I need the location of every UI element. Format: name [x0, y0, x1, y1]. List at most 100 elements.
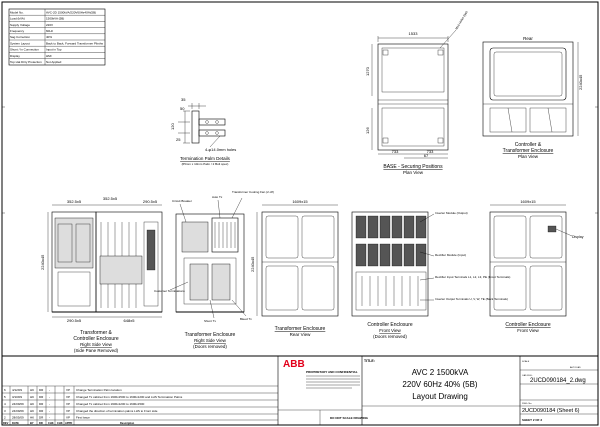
ctrl-dim: 1609x15 [520, 199, 536, 204]
rear-dim: 1609x15 [292, 199, 308, 204]
title-block: 6 4/12/09 HK DR - VP Change Termination … [2, 355, 598, 425]
base-title: BASE - Securing Positions [383, 164, 443, 170]
rear-title: Transformer Enclosure [275, 326, 326, 332]
rev-by: HK [30, 402, 34, 406]
rev-number: 6 [4, 388, 6, 392]
spec-value: Back to Back, Forward Transformer Plinth… [46, 41, 104, 45]
dwg-number: 2UCD090184 (Sheet 6) [522, 408, 580, 414]
rev-dr: DR [39, 402, 44, 406]
spec-value: HMI [46, 54, 52, 58]
controller-front-view: Display 1609x15 Controller Enclosure Fro… [489, 199, 584, 333]
rev-appd: VP [66, 409, 70, 413]
rear-dim-height: 2240x45 [250, 256, 255, 272]
rev-header: DR [39, 421, 43, 425]
tx-label: Bleed Tx [240, 317, 252, 321]
base-dim: 733 [392, 149, 399, 154]
side-dim: 290.5x5 [67, 318, 82, 323]
rev-desc: First Issue [76, 416, 90, 420]
base-plan-view: 1533 1270 126 733 733 67 M16 Holes (typ)… [365, 10, 468, 175]
rev-date: 28/05/09 [12, 416, 24, 420]
rev-header: BY [30, 421, 34, 425]
rev-header: DATE [12, 421, 19, 425]
palm-details-title: Termination Palm Details [180, 156, 231, 161]
abb-logo: ABB [283, 359, 305, 370]
rev-chk: - [49, 416, 50, 420]
spec-label: Top Hat Dirty Protection [10, 60, 42, 64]
rev-appd: VP [66, 402, 70, 406]
rev-header: Description [120, 421, 135, 425]
plan-rear-label: Rear [523, 36, 533, 41]
spec-label: Sag Correction [10, 35, 30, 39]
rev-chk: - [49, 409, 50, 413]
spec-label: Shunt / In Connection [10, 48, 39, 52]
palm-dim: 50 [180, 106, 185, 111]
ctrl-label: Rectifier Input Terminals L1, L2, L3, PE… [435, 275, 510, 279]
spec-value: AVC-2D 1500kVA/220V60Hz40%(5B) [46, 10, 96, 14]
spec-label: Load (kVA) [10, 17, 25, 21]
sheet-number: SHEET 2 OF 3 [522, 418, 542, 422]
rev-date: 24/09/09 [12, 409, 24, 413]
spec-value: Not Applied [46, 60, 62, 64]
tx-label: Transformer Cooling Fan (2 off) [232, 190, 274, 194]
rev-appd: VP [66, 416, 70, 420]
rev-date: 24/09/09 [12, 402, 24, 406]
termination-palm-details: 35 50 120 25 4-φ14.0mm holes Termination… [170, 97, 236, 166]
rev-by: HK [30, 409, 34, 413]
plan-subtitle: Plan View [518, 154, 539, 159]
spec-value: 1500kVA (5B) [46, 17, 64, 21]
palm-details-subtitle: (65mm x 10mm Palm / 2 Bolt spec) [182, 162, 229, 166]
rear-subtitle: Rear View [290, 332, 311, 337]
rev-desc: Change Termination Palm location [76, 388, 122, 392]
ctrl-title: Controller Enclosure [505, 322, 551, 328]
scale-label: SCALE [522, 360, 530, 363]
tx-label: Customer Terminations [154, 289, 185, 293]
brand-text: ABB [283, 359, 305, 370]
plan-title-prefix: Controller & [515, 142, 542, 148]
rev-appd: VP [66, 388, 70, 392]
dwg-label: DWG. No. [522, 403, 532, 405]
base-holes-note: M16 Holes (typ) [454, 10, 468, 30]
rev-dr: DR [39, 409, 44, 413]
proprietary-label: PROPRIETARY AND CONFIDENTIAL [306, 370, 358, 374]
rev-appd: VP [66, 395, 70, 399]
spec-value: Input in Top [46, 48, 62, 52]
side-dim: 648x5 [124, 318, 136, 323]
rev-number: 5 [4, 395, 6, 399]
side-dim: 352.5x5 [103, 196, 118, 201]
tx-label: Shunt Tx [204, 319, 216, 323]
title-label: TITLE: [364, 359, 375, 363]
rev-chk: - [49, 402, 50, 406]
rev-desc: Changed Tx cabinet from 1900x1200 to 160… [76, 402, 145, 406]
ctrl-subtitle: Front View [517, 328, 539, 333]
tx-label: Auto Tx [212, 195, 223, 199]
spec-label: System Layout [10, 41, 30, 45]
rev-dr: DR [39, 416, 44, 420]
cad-label: CAD FILE: [522, 374, 533, 377]
side-title: Controller Enclosure [73, 336, 119, 342]
tx-side-subtitle: (Doors removed) [193, 344, 227, 349]
ctrl-label: Inverter Output Terminals U, V, W, TE (B… [435, 297, 508, 301]
tx-label: Circuit Breaker [172, 199, 192, 203]
rev-desc: Changed Tx cabinet from 1900x1500 to 160… [76, 395, 183, 399]
rev-by: HK [30, 416, 34, 420]
right-side-view: 352.5x5 290.5x5 352.5x5 290.5x5 648x5 22… [40, 196, 163, 353]
tx-side-title: Transformer Enclosure [185, 332, 236, 338]
rev-chk: - [49, 388, 50, 392]
rev-header: APPD [65, 421, 72, 425]
rev-number: 3 [4, 409, 6, 413]
palm-dim: 35 [181, 97, 186, 102]
format-label: AUTOCAD [570, 366, 581, 369]
spec-label: Display [10, 54, 20, 58]
spec-value: 40% [46, 35, 52, 39]
side-dim: 290.5x5 [143, 199, 158, 204]
tx-side-title2: Right Side View [194, 338, 226, 343]
drawing-title-line: AVC 2 1500kVA [412, 368, 469, 377]
ctrl-display-label: Display [572, 235, 584, 239]
spec-label: Supply Voltage [10, 23, 30, 27]
palm-dim: 120 [170, 123, 175, 130]
side-dim: 352.5x5 [67, 199, 82, 204]
ctrl-open-subtitle: (Doors removed) [373, 334, 407, 339]
base-subtitle: Plan View [403, 170, 424, 175]
